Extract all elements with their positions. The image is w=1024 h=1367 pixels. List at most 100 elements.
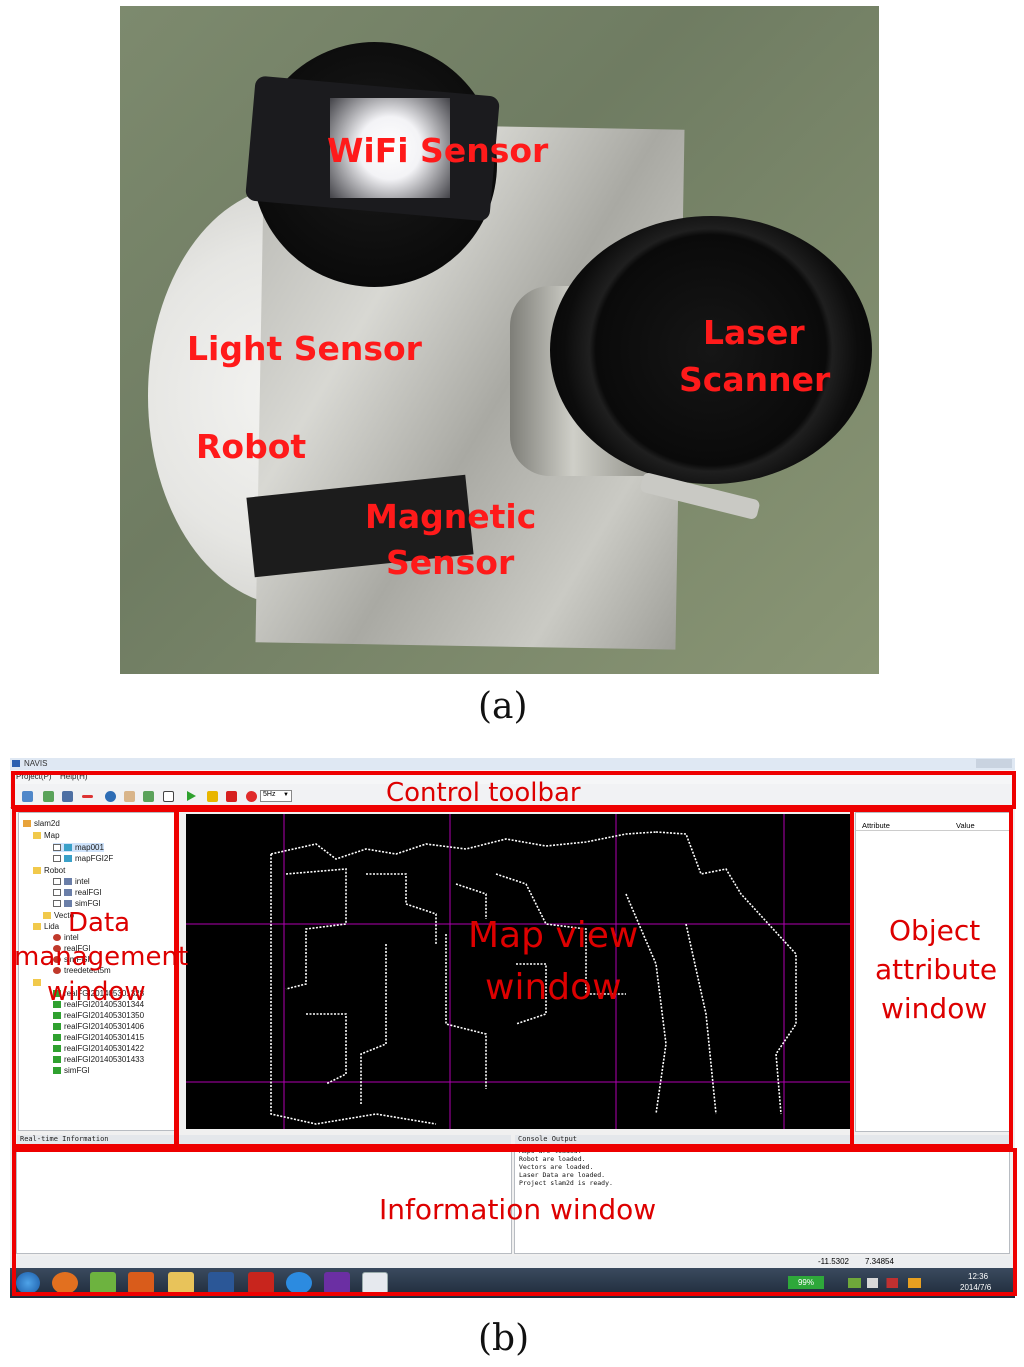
annotation-map-line1: Map view bbox=[468, 915, 639, 956]
phone-screen bbox=[330, 98, 450, 198]
map-icon bbox=[64, 844, 72, 852]
tree-folder-map[interactable]: Map bbox=[33, 831, 60, 840]
checkbox-icon[interactable] bbox=[53, 844, 61, 852]
grid-icon[interactable] bbox=[163, 791, 174, 802]
magnetic-sensor-label-2: Sensor bbox=[386, 543, 515, 582]
tree-item-lidar-realfgi[interactable]: realFGI bbox=[53, 944, 91, 953]
speed-select[interactable]: 5Hz ▼ bbox=[260, 790, 292, 802]
wifi-icon bbox=[53, 1056, 61, 1064]
tree-item-wifi-1[interactable]: realFGI201405301328 bbox=[53, 989, 144, 998]
menu-project[interactable]: Project(P) bbox=[16, 772, 52, 781]
laser-scanner bbox=[550, 216, 872, 484]
globe-icon[interactable] bbox=[105, 791, 116, 802]
console-line: Laser Data are loaded. bbox=[519, 1171, 606, 1179]
checkbox-icon[interactable] bbox=[53, 878, 61, 886]
tree-item-wifi-2[interactable]: realFGI201405301344 bbox=[53, 1000, 144, 1009]
play-icon[interactable] bbox=[187, 791, 196, 801]
tree-item-lidar-simfgi[interactable]: simFGI bbox=[53, 955, 90, 964]
tree-item-wifi-4[interactable]: realFGI201405301406 bbox=[53, 1022, 144, 1031]
tree-item-map001[interactable]: map001 bbox=[53, 843, 104, 852]
wifi-icon bbox=[53, 1023, 61, 1031]
attribute-header-row: Attribute Value bbox=[856, 819, 1009, 831]
lidar-icon bbox=[53, 934, 61, 942]
robot-icon bbox=[64, 889, 72, 897]
tree-item-wifi-3[interactable]: realFGI201405301350 bbox=[53, 1011, 144, 1020]
folder-icon bbox=[33, 979, 41, 987]
speed-select-value: 5Hz bbox=[263, 791, 276, 798]
tree-item-lidar-intel[interactable]: intel bbox=[53, 933, 79, 942]
lidar-icon bbox=[53, 956, 61, 964]
battery-indicator[interactable]: 99% bbox=[788, 1276, 824, 1289]
info-window-highlight-box bbox=[12, 1148, 1017, 1296]
console-line: Project slam2d is ready. bbox=[519, 1179, 613, 1187]
attribute-column-header[interactable]: Attribute bbox=[862, 821, 890, 830]
matlab-icon[interactable] bbox=[128, 1272, 154, 1294]
tree-folder-lidar[interactable]: Lida bbox=[33, 922, 59, 931]
app-title: NAVIS bbox=[24, 759, 48, 768]
tree-item-lidar-treedetect[interactable]: treedetect5m bbox=[53, 966, 111, 975]
tree-item-wifi-7[interactable]: realFGI201405301433 bbox=[53, 1055, 144, 1064]
occupancy-map bbox=[186, 814, 852, 1129]
annotation-map-line2: window bbox=[485, 967, 622, 1008]
checkbox-icon[interactable] bbox=[53, 855, 61, 863]
internet-explorer-icon[interactable] bbox=[286, 1272, 312, 1294]
add-layer-icon[interactable] bbox=[43, 791, 54, 802]
map-icon bbox=[64, 855, 72, 863]
wifi-icon bbox=[53, 1034, 61, 1042]
bird-app-icon[interactable] bbox=[90, 1272, 116, 1294]
firefox-icon[interactable] bbox=[52, 1272, 78, 1294]
robot-icon bbox=[64, 878, 72, 886]
tree-folder-robot[interactable]: Robot bbox=[33, 866, 65, 875]
tree-item-robot-realfgi[interactable]: realFGI bbox=[53, 888, 102, 897]
tree-root[interactable]: slam2d bbox=[23, 819, 60, 828]
object-attribute-highlight-box bbox=[850, 808, 1013, 1148]
explorer-folder-icon[interactable] bbox=[168, 1272, 194, 1294]
window-controls[interactable] bbox=[976, 759, 1012, 768]
checkbox-icon[interactable] bbox=[53, 889, 61, 897]
annotation-information-window: Information window bbox=[379, 1193, 657, 1226]
word-icon[interactable] bbox=[208, 1272, 234, 1294]
map-walls bbox=[270, 831, 797, 1125]
start-button[interactable] bbox=[16, 1272, 40, 1294]
menu-help[interactable]: Help(H) bbox=[60, 772, 88, 781]
wifi-icon bbox=[53, 1067, 61, 1075]
status-bar: -11.5302 7.34854 bbox=[10, 1256, 1015, 1268]
map-view-canvas[interactable] bbox=[186, 814, 852, 1129]
annotation-object-line3: window bbox=[881, 992, 988, 1025]
pause-icon[interactable] bbox=[207, 791, 218, 802]
console-output-title: Console Output bbox=[515, 1135, 1009, 1145]
tree-folder-wifi[interactable] bbox=[33, 978, 44, 987]
robot-label: Robot bbox=[196, 427, 307, 466]
remove-icon[interactable] bbox=[82, 795, 93, 798]
wifi-icon bbox=[53, 990, 61, 998]
lidar-icon bbox=[53, 945, 61, 953]
pan-hand-icon[interactable] bbox=[124, 791, 135, 802]
checkbox-icon[interactable] bbox=[53, 900, 61, 908]
value-column-header[interactable]: Value bbox=[956, 821, 975, 830]
tree-item-robot-intel[interactable]: intel bbox=[53, 877, 90, 886]
visual-studio-icon[interactable] bbox=[324, 1272, 350, 1294]
wifi-sensor-label: WiFi Sensor bbox=[327, 131, 549, 170]
zoom-icon[interactable] bbox=[143, 791, 154, 802]
title-bar: NAVIS bbox=[10, 758, 1015, 770]
open-project-icon[interactable] bbox=[22, 791, 33, 802]
tree-folder-vector[interactable]: Vecto bbox=[43, 911, 74, 920]
record-icon[interactable] bbox=[246, 791, 257, 802]
annotation-object-line2: attribute bbox=[875, 953, 998, 986]
tree-item-wifi-6[interactable]: realFGI201405301422 bbox=[53, 1044, 144, 1053]
stop-icon[interactable] bbox=[226, 791, 237, 802]
system-tray-icons[interactable] bbox=[848, 1278, 934, 1288]
robot-icon[interactable] bbox=[62, 791, 73, 802]
annotation-data-line2: management bbox=[14, 942, 189, 972]
tree-item-robot-simfgi[interactable]: simFGI bbox=[53, 899, 101, 908]
clock-time[interactable]: 12:36 bbox=[968, 1272, 989, 1281]
tree-item-mapfgi2f[interactable]: mapFGI2F bbox=[53, 854, 113, 863]
navis-screenshot: NAVIS Project(P) Help(H) 5Hz ▼ slam2d Ma… bbox=[10, 758, 1015, 1298]
coordinate-y: 7.34854 bbox=[865, 1257, 894, 1266]
clock-date[interactable]: 2014/7/6 bbox=[960, 1283, 992, 1292]
app-icon bbox=[12, 760, 20, 767]
tree-item-wifi-5[interactable]: realFGI201405301415 bbox=[53, 1033, 144, 1042]
pdf-reader-icon[interactable] bbox=[248, 1272, 274, 1294]
annotation-object-line1: Object bbox=[889, 914, 981, 947]
tree-item-wifi-8[interactable]: simFGI bbox=[53, 1066, 90, 1075]
